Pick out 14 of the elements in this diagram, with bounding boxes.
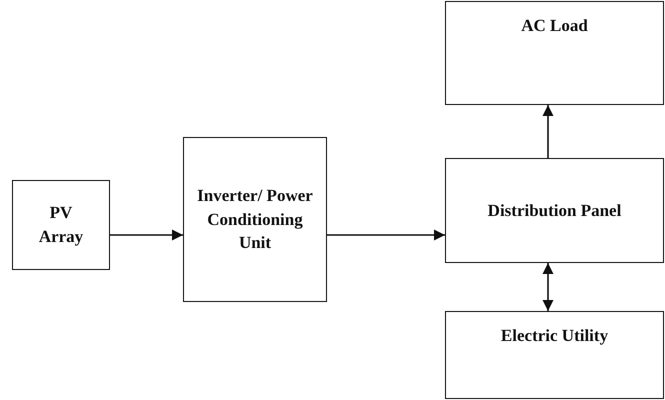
process-box	[12, 180, 110, 270]
process-box	[183, 137, 327, 302]
arrow	[110, 229, 183, 241]
arrow	[327, 229, 445, 241]
box-label: Electric Utility	[500, 325, 608, 347]
process-box	[445, 311, 664, 399]
process-box	[445, 1, 664, 105]
process-box	[445, 158, 664, 263]
box-label: Distribution Panel	[488, 200, 622, 222]
arrow	[542, 105, 554, 158]
box-label: Inverter/ Power Conditioning Unit	[196, 184, 314, 254]
arrow	[542, 263, 554, 311]
box-label: AC Load	[521, 15, 588, 37]
box-label: PV Array	[38, 202, 84, 248]
